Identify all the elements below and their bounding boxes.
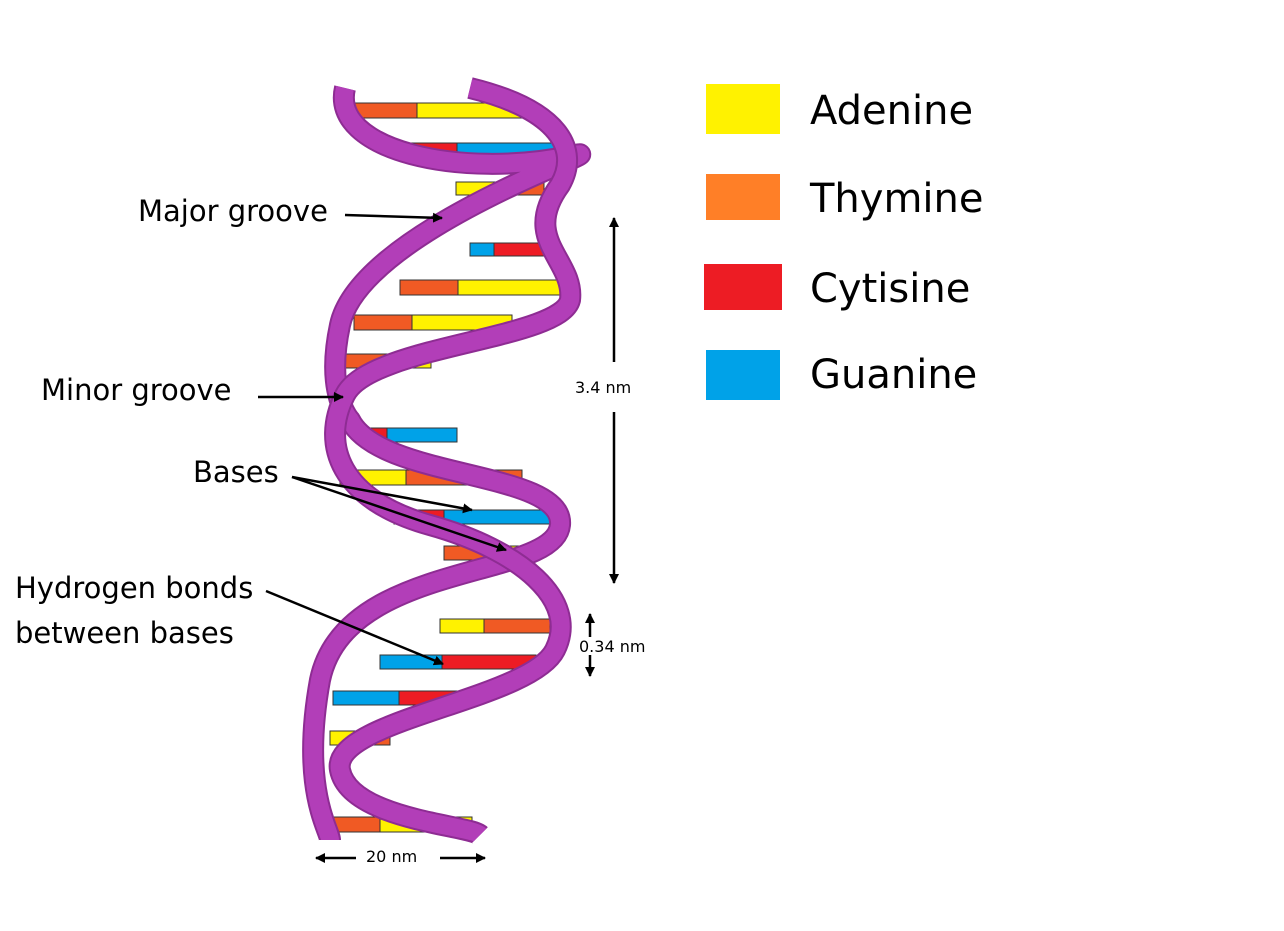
legend-swatch-guanine [706,350,780,400]
base-guanine [386,427,458,443]
legend-label-adenine: Adenine [810,88,974,134]
backbone-strand-b-face [326,79,580,843]
base-thymine [353,314,413,331]
width-label: 20 nm [366,847,418,866]
legend-swatch-cytisine [704,264,782,310]
base-thymine [399,279,459,296]
base-guanine [443,509,559,525]
hydrogen-bonds-label-line1: Hydrogen bonds [15,571,254,605]
legend-swatch-adenine [706,84,780,134]
legend-item-guanine: Guanine [706,350,1026,410]
minor-groove-label: Minor groove [41,373,232,407]
base-guanine [379,654,443,670]
major-groove-arrow [344,212,443,223]
base-thymine [483,618,551,634]
hydrogen-bonds-arrow [265,589,444,666]
legend: Adenine Thymine Cytisine Guanine [704,84,1046,414]
legend-item-adenine: Adenine [706,84,1026,144]
bases-arrow-1 [291,475,473,514]
base-guanine [332,690,400,706]
major-groove-label: Major groove [138,194,328,228]
base-adenine [457,279,569,296]
bases-arrow-2 [291,475,507,552]
base-adenine [439,618,485,634]
legend-label-thymine: Thymine [810,176,984,222]
legend-item-cytisine: Cytisine [704,264,1026,324]
legend-label-cytisine: Cytisine [810,266,971,312]
legend-swatch-thymine [706,174,780,220]
base-guanine [469,242,495,257]
hydrogen-bonds-label-line2: between bases [15,616,234,650]
helix-backbone [302,77,592,845]
legend-item-thymine: Thymine [706,174,1026,234]
bases-label: Bases [193,455,279,489]
annotation-arrows [258,212,619,863]
rise-length-label: 0.34 nm [579,637,646,656]
turn-length-label: 3.4 nm [575,378,632,397]
legend-label-guanine: Guanine [810,352,978,398]
